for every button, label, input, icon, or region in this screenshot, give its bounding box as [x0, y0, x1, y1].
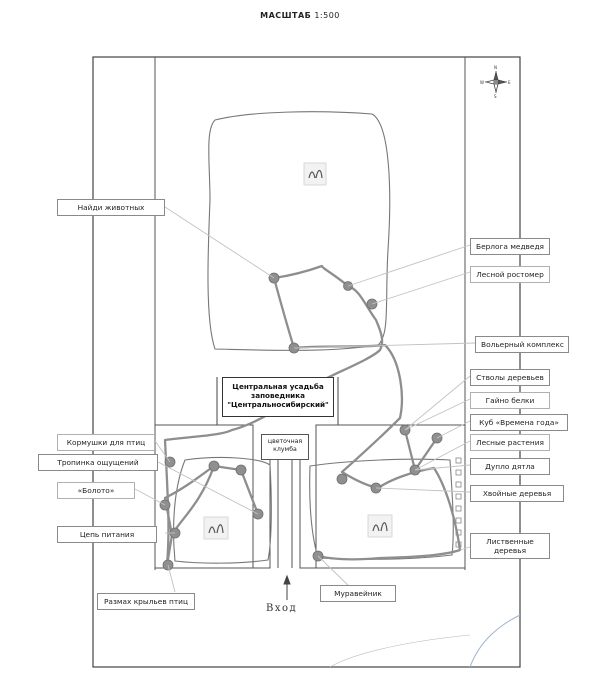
- leader-lines: [134, 206, 476, 593]
- label-enclosure: Вольерный комплекс: [475, 336, 569, 353]
- label-sense-path: Тропинка ощущений: [38, 454, 158, 471]
- central-estate-box: Центральная усадьба заповедника "Централ…: [222, 377, 334, 417]
- road-line-2: [329, 634, 471, 668]
- flowerbed-line-1: цветочная: [267, 438, 303, 445]
- compass-s: S: [494, 94, 497, 99]
- label-deciduous-line-1: Лиственные: [486, 537, 534, 546]
- scale-value: 1:500: [314, 11, 340, 20]
- label-bird-feeders: Кормушки для птиц: [57, 434, 155, 451]
- estate-line-3: "Центральносибирский": [227, 400, 329, 409]
- label-anthill: Муравейник: [320, 585, 396, 602]
- compass-rose-icon: [485, 71, 507, 93]
- flowerbed-line-2: клумба: [273, 446, 297, 453]
- estate-line-2: заповедника: [251, 391, 305, 400]
- route-stations: [159, 272, 443, 571]
- pictogram-north: [303, 162, 327, 186]
- label-bear-den: Берлога медведя: [470, 238, 550, 255]
- southwest-area: [173, 457, 272, 564]
- southeast-area: [309, 458, 454, 560]
- label-deciduous: Лиственные деревья: [470, 533, 550, 559]
- compass-w: W: [480, 80, 484, 85]
- pictogram-southwest: [203, 516, 229, 540]
- courtyard-walls: [155, 424, 465, 569]
- label-swamp: «Болото»: [57, 482, 135, 499]
- north-forest-area: [207, 111, 391, 351]
- scale-title: МАСШТАБ 1:500: [0, 11, 600, 20]
- label-forest-height: Лесной ростомер: [470, 266, 550, 283]
- estate-line-1: Центральная усадьба: [232, 382, 324, 391]
- entrance-label: Вход: [266, 603, 298, 614]
- site-boundary: [92, 56, 521, 668]
- label-wingspan: Размах крыльев птиц: [97, 593, 195, 610]
- label-squirrel-nest: Гайно белки: [470, 392, 550, 409]
- flowerbed-box: цветочная клумба: [261, 434, 309, 460]
- label-deciduous-line-2: деревья: [493, 546, 527, 555]
- label-tree-trunks: Стволы деревьев: [470, 369, 550, 386]
- label-food-chain: Цепь питания: [57, 526, 157, 543]
- label-find-animals: Найди животных: [57, 199, 165, 216]
- label-woodpecker-hollow: Дупло дятла: [470, 458, 550, 475]
- compass-e: E: [508, 80, 511, 85]
- pictogram-southeast: [367, 514, 393, 538]
- label-seasons-cube: Куб «Времена года»: [470, 414, 568, 431]
- scale-label: МАСШТАБ: [260, 11, 312, 20]
- entrance-arrow-icon: [283, 574, 291, 600]
- label-forest-plants: Лесные растения: [470, 434, 550, 451]
- road-line-1: [469, 614, 521, 668]
- compass-n: N: [494, 65, 497, 70]
- label-conifers: Хвойные деревья: [470, 485, 564, 502]
